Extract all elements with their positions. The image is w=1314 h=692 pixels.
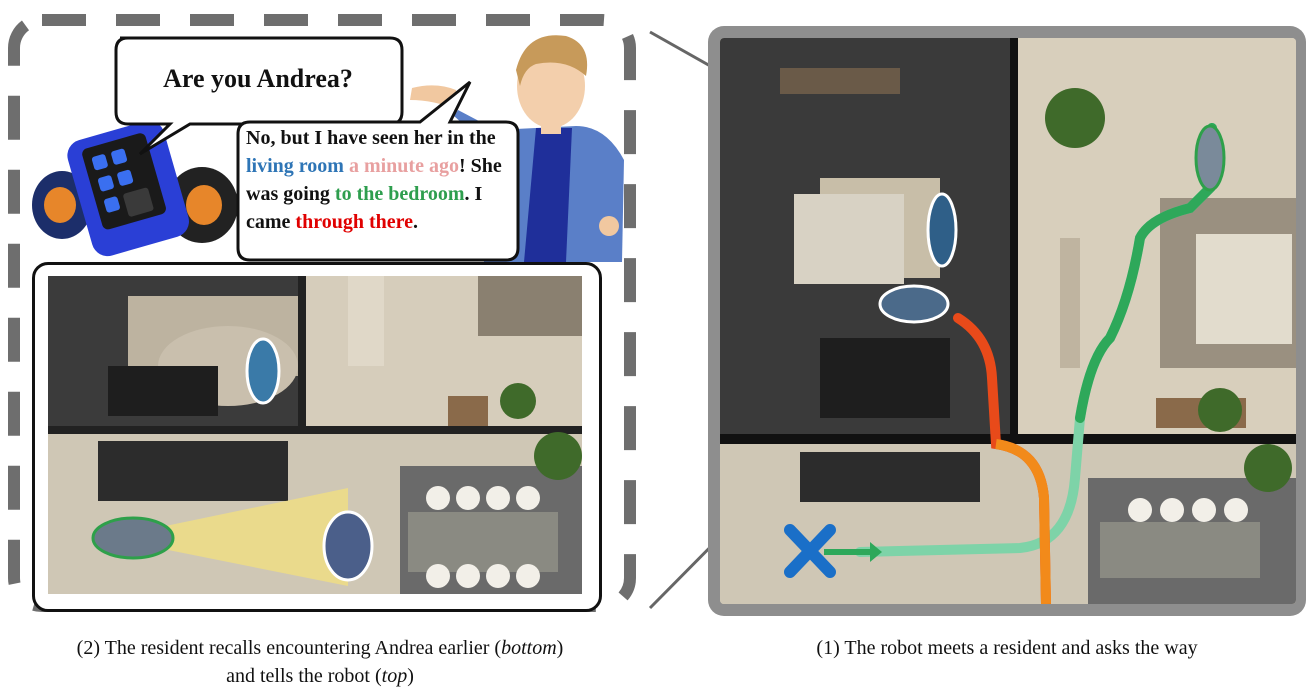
through-there-text: through there bbox=[295, 211, 414, 233]
question-bubble bbox=[114, 36, 404, 156]
answer-part3: . I came bbox=[246, 183, 483, 233]
question-text: Are you Andrea? bbox=[163, 64, 353, 93]
caption-left-bottom: bottom bbox=[501, 637, 557, 659]
answer-part4: . bbox=[413, 211, 419, 233]
to-bedroom-text: to the bedroom bbox=[334, 183, 465, 205]
memory-map-view bbox=[48, 276, 582, 594]
answer-part2: ! She was going bbox=[246, 155, 502, 205]
caption-left-line2b: ) bbox=[407, 665, 414, 687]
minute-ago-text: a minute ago bbox=[348, 155, 459, 177]
caption-left: (2) The resident recalls encountering An… bbox=[0, 634, 640, 690]
right-map-view bbox=[720, 38, 1296, 604]
caption-left-line2a: and tells the robot ( bbox=[226, 665, 382, 687]
caption-left-line1a: (2) The resident recalls encountering An… bbox=[76, 637, 502, 659]
caption-right: (1) The robot meets a resident and asks … bbox=[816, 637, 1198, 659]
answer-bubble bbox=[236, 80, 520, 262]
answer-part1: No, but I have seen her in the bbox=[246, 127, 496, 149]
robot-illustration bbox=[32, 120, 238, 257]
answer-text: No, but I have seen her in the living ro… bbox=[246, 124, 516, 236]
caption-left-line1b: ) bbox=[556, 637, 564, 659]
caption-left-top: top bbox=[381, 665, 408, 687]
living-room-text: living room bbox=[246, 155, 344, 177]
